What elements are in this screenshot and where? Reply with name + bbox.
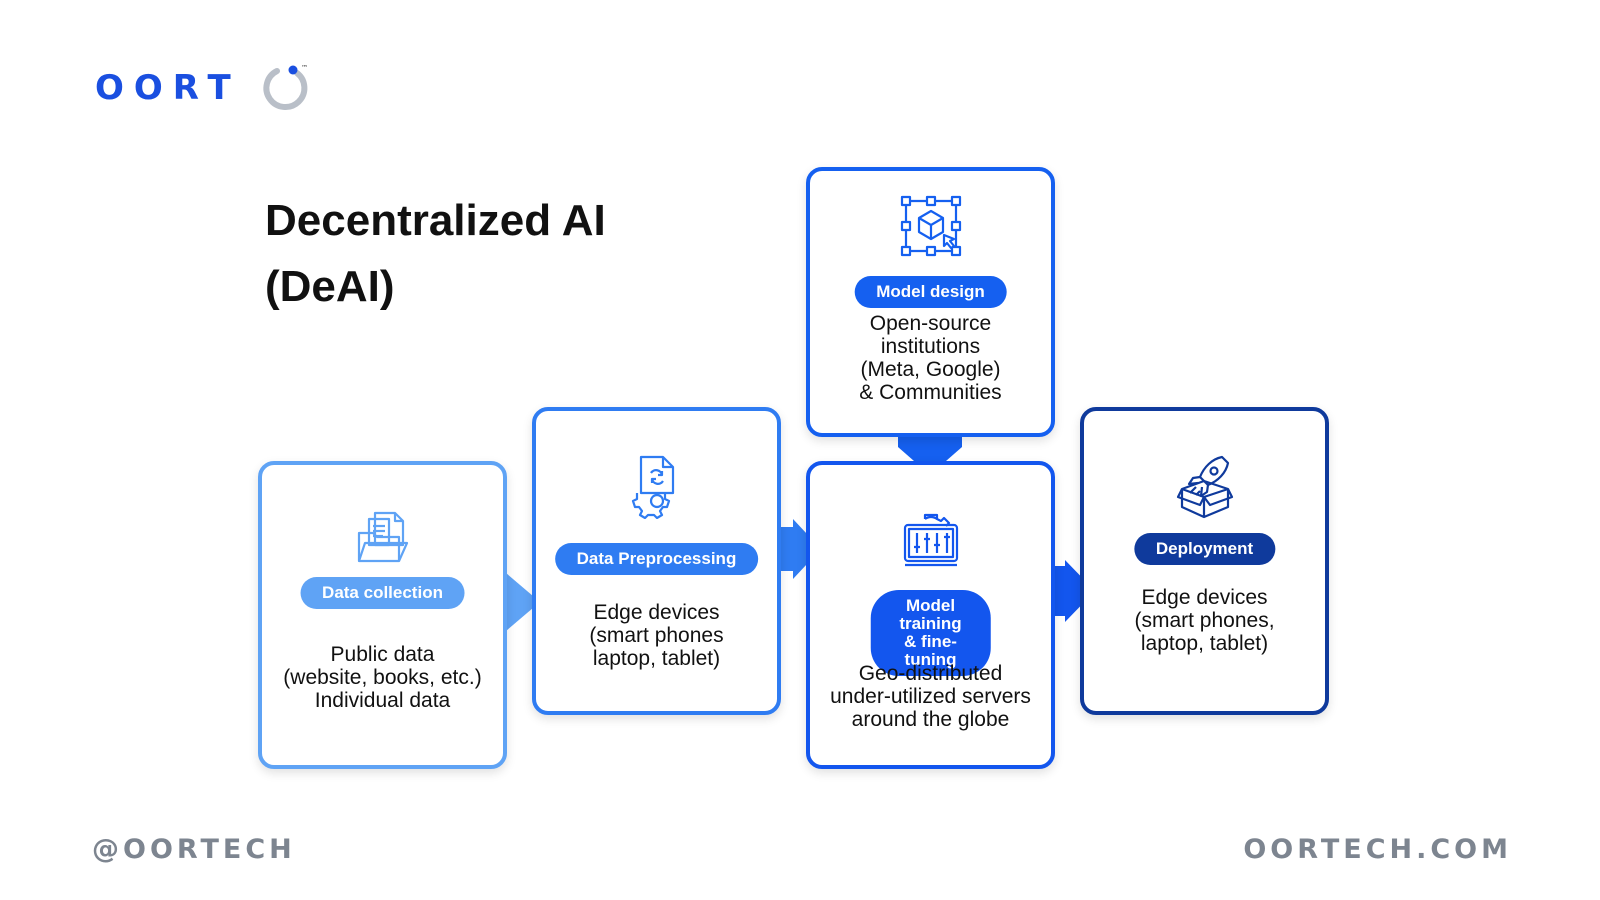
arrow-design-to-training: [898, 435, 962, 475]
monitor-sliders-icon: [903, 513, 958, 567]
stage-description-data-preprocessing: Edge devices (smart phones laptop, table…: [589, 601, 724, 670]
document-gear-icon: [631, 455, 674, 519]
folder-documents-icon: [357, 511, 408, 563]
stage-label-deployment: Deployment: [1133, 533, 1276, 565]
stage-card-deployment: Deployment Edge devices (smart phones, l…: [1080, 407, 1329, 715]
footer-handle: @OORTECH: [92, 834, 296, 865]
rocket-box-icon: [1176, 455, 1233, 519]
stage-description-deployment: Edge devices (smart phones, laptop, tabl…: [1134, 586, 1275, 655]
arrow-collection-to-preprocessing: [506, 573, 540, 631]
arrow-training-to-deployment: [1053, 560, 1095, 622]
stage-label-model-design: Model design: [854, 276, 1007, 308]
stage-description-model-design: Open-source institutions (Meta, Google) …: [859, 312, 1002, 404]
arrow-preprocessing-to-training: [779, 519, 821, 579]
stage-card-model-design: Model design Open-source institutions (M…: [806, 167, 1055, 437]
svg-text:™: ™: [301, 64, 308, 72]
stage-description-data-collection: Public data (website, books, etc.) Indiv…: [283, 643, 482, 712]
stage-label-data-preprocessing: Data Preprocessing: [554, 543, 759, 575]
stage-description-model-training: Geo-distributed under-utilized servers a…: [830, 662, 1031, 731]
cube-design-icon: [900, 195, 961, 257]
logo-ring-icon: ™: [263, 64, 308, 110]
stage-label-data-collection: Data collection: [300, 577, 465, 609]
stage-card-data-collection: Data collection Public data (website, bo…: [258, 461, 507, 769]
stage-card-model-training: Model training & fine-tuning Geo-distrib…: [806, 461, 1055, 769]
stage-label-model-training: Model training & fine-tuning: [870, 590, 991, 676]
page-title: Decentralized AI (DeAI): [265, 196, 606, 311]
logo-wordmark: OORT: [95, 68, 241, 108]
stage-card-data-preprocessing: Data Preprocessing Edge devices (smart p…: [532, 407, 781, 715]
footer-website[interactable]: OORTECH.COM: [1243, 834, 1512, 865]
